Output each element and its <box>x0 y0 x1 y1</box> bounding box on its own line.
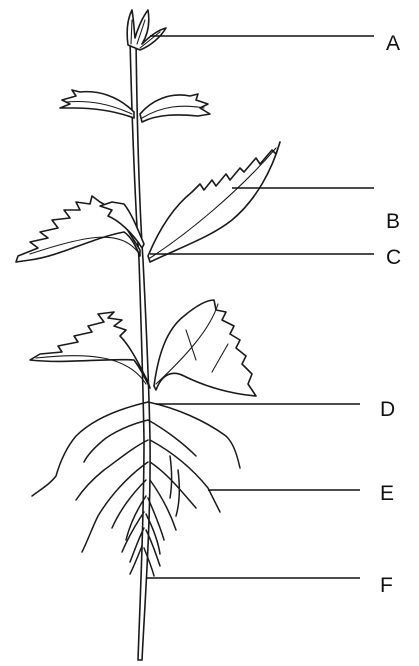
upper-left-leaf <box>60 90 134 118</box>
label-text-D: D <box>380 398 395 421</box>
label-text-B: B <box>386 210 400 233</box>
label-text-A: A <box>386 32 400 55</box>
root-system <box>32 402 240 576</box>
lower-right-leaf <box>154 300 256 396</box>
label-text-F: F <box>380 574 393 597</box>
upper-right-leaf <box>140 94 210 122</box>
label-C: C <box>150 246 401 269</box>
plant-illustration <box>16 10 280 660</box>
label-text-C: C <box>386 246 401 269</box>
label-A: A <box>150 32 400 55</box>
middle-right-leaf <box>148 142 280 262</box>
label-text-E: E <box>380 482 394 505</box>
label-E: E <box>208 482 394 505</box>
label-D: D <box>156 398 395 421</box>
apical-bud <box>127 10 166 50</box>
label-F: F <box>146 574 393 597</box>
lower-left-leaf <box>30 312 150 388</box>
label-B: B <box>232 188 400 233</box>
